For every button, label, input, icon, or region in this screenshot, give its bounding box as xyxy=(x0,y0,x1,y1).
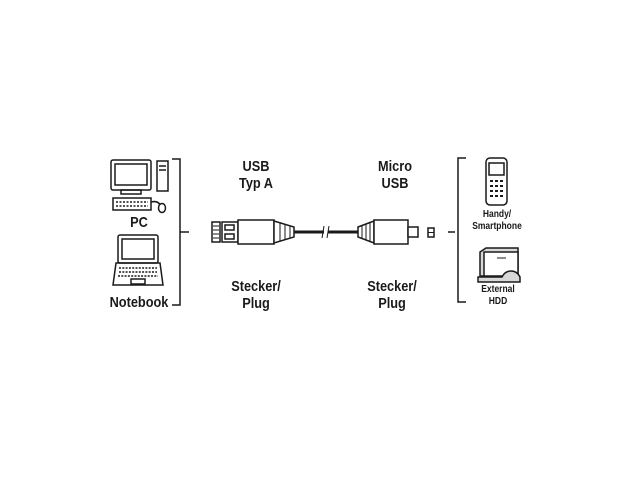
connector-a-line2: Typ A xyxy=(239,175,273,192)
external-hdd-icon xyxy=(477,247,521,283)
connector-b-type-line1: Stecker/ xyxy=(367,278,417,295)
hdd-label-line2: HDD xyxy=(488,296,508,307)
phone-label-line1: Handy/ xyxy=(482,209,512,220)
right-bracket xyxy=(448,157,466,303)
connector-b-type-line2: Plug xyxy=(378,295,406,312)
connector-a-line1: USB xyxy=(242,158,270,175)
left-bracket xyxy=(172,158,189,306)
usb-cable-icon xyxy=(211,219,435,245)
pc-label: PC xyxy=(130,214,148,231)
laptop-icon xyxy=(112,234,164,286)
mobile-phone-icon xyxy=(485,157,508,206)
connector-a-type-line2: Plug xyxy=(242,295,270,312)
phone-label-line2: Smartphone xyxy=(472,221,522,232)
desktop-pc-icon xyxy=(110,159,169,214)
connector-b-line2: USB xyxy=(381,175,409,192)
notebook-label: Notebook xyxy=(109,294,169,311)
hdd-label-line1: External xyxy=(481,284,515,295)
connector-b-line1: Micro xyxy=(377,158,413,175)
connector-a-type-line1: Stecker/ xyxy=(231,278,281,295)
